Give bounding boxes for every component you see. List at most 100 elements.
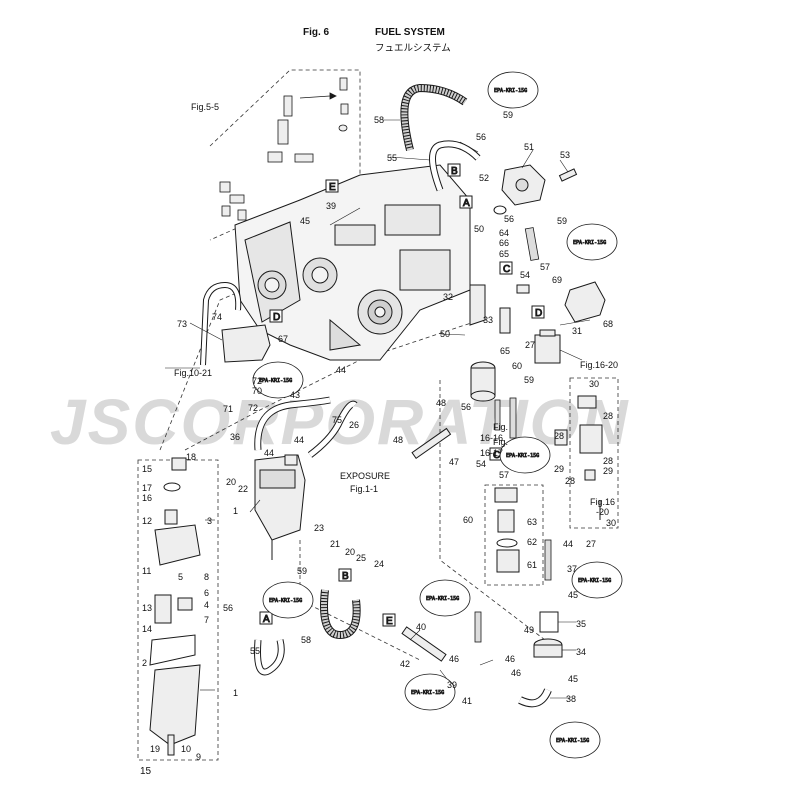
part-number-label: 54 [520,270,530,280]
svg-text:B: B [451,166,458,177]
ref-fig-16-17b: 16-17 [480,448,503,458]
box-letter-a-top: A [459,195,473,210]
ref-fig-10-21: Fig.10-21 [174,368,212,378]
svg-text:E: E [386,616,393,627]
part-number-label: 28 [603,411,613,421]
part-number-label: 72 [252,376,262,386]
part-number-label: 27 [525,340,535,350]
fuel-pump-51 [493,164,578,215]
box-letter-d-left: D [269,309,283,324]
part-number-label: 27 [586,539,596,549]
box-letter-c-top: C [499,261,513,276]
hose-47 [411,427,452,460]
part-number-label: 38 [566,694,576,704]
part-number-label: 36 [230,432,240,442]
part-number-label: 59 [557,216,567,226]
part-number-label: 45 [300,216,310,226]
part-number-label: 72 [248,403,258,413]
svg-text:EPA-KRI-15G: EPA-KRI-15G [506,453,539,459]
ref-fig-16-17: Fig. [493,437,508,447]
svg-text:C: C [503,264,510,275]
part-number-label: 11 [142,566,151,576]
part-number-label: 45 [568,590,578,600]
part-number-label: 52 [479,173,489,183]
part-number-label: 19 [150,744,160,754]
box-letter-d-top: D [531,305,545,320]
part-number-label: 10 [181,744,191,754]
part-number-label: 75 [332,415,342,425]
part-number-label: 17 [142,483,152,493]
box-letter-markers: E B A C D D C B A E [259,163,545,628]
svg-text:B: B [342,571,349,582]
part-number-label: 53 [560,150,570,160]
figure-references: Fig.5-5 Fig.10-21 Fig.16-20 Fig. 16-16 F… [174,102,618,517]
page-title: FUEL SYSTEM [375,27,445,38]
part-number-label: 51 [524,142,534,152]
part-number-label: 1 [233,506,238,516]
epa-tag-5: EPA-KRI-15G [262,581,314,619]
part-number-label: 29 [554,464,564,474]
svg-text:EPA-KRI-15G: EPA-KRI-15G [573,240,606,246]
part-number-label: 23 [314,523,324,533]
svg-text:EPA-KRI-15G: EPA-KRI-15G [259,378,292,384]
part-number-label: 55 [387,153,397,163]
part-number-label: 5 [178,572,183,582]
ref-fig-16-20b: Fig.16 [590,497,615,507]
epa-tag-2: EPA-KRI-15G [566,223,618,261]
svg-text:EPA-KRI-15G: EPA-KRI-15G [269,598,302,604]
part-number-label: 1 [233,688,238,698]
part-number-label: 20 [345,547,355,557]
part-number-label: 8 [204,572,209,582]
part-number-label: 39 [326,201,336,211]
svg-text:EPA-KRI-15G: EPA-KRI-15G [578,578,611,584]
part-number-label: 40 [416,622,426,632]
small-hoses [474,227,552,643]
part-number-label: 44 [336,365,346,375]
part-number-label: 21 [330,539,340,549]
part-number-label: 44 [294,435,304,445]
pump-detail-frame [569,377,619,529]
part-number-label: 66 [499,238,509,248]
epa-tag-7: EPA-KRI-15G [571,561,623,599]
part-number-label: 69 [552,275,562,285]
part-number-label: 44 [563,539,573,549]
filter-60-top [470,361,496,402]
part-number-label: 7 [204,615,209,625]
part-number-label: 30 [589,379,599,389]
part-number-label: 26 [349,420,359,430]
part-number-label: 46 [449,654,459,664]
box-letter-b-low: B [338,568,352,583]
part-number-label: 67 [278,334,288,344]
part-number-label: 50 [440,329,450,339]
svg-text:D: D [535,308,542,319]
filter-assembly-frame [484,484,544,586]
part-number-label: 43 [290,390,300,400]
part-number-label: 63 [527,517,537,527]
part-number-label: 70 [252,386,262,396]
part-number-label: 44 [264,448,274,458]
part-number-label: 34 [576,647,586,657]
hose-58 [400,83,468,151]
ref-fig-1-1: Fig.1-1 [350,484,378,494]
svg-text:A: A [463,198,470,209]
part-number-label: 56 [504,214,514,224]
svg-text:D: D [273,312,280,323]
part-number-label: 55 [250,646,260,656]
part-number-label: 30 [606,518,616,528]
bracket-68 [516,281,606,323]
part-number-label: 9 [196,752,201,762]
svg-text:EPA-KRI-15G: EPA-KRI-15G [556,738,589,744]
ref-exposure: EXPOSURE [340,471,390,481]
part-number-label: 45 [568,674,578,684]
part-number-label: 2 [142,658,147,668]
part-number-label: 14 [142,624,152,634]
pump-28-detail [554,395,603,520]
svg-text:E: E [329,182,336,193]
part-number-label: 59 [297,566,307,576]
svg-text:A: A [263,614,270,625]
hose-73 [200,281,242,366]
part-number-label: 56 [223,603,233,613]
svg-text:EPA-KRI-15G: EPA-KRI-15G [426,596,459,602]
